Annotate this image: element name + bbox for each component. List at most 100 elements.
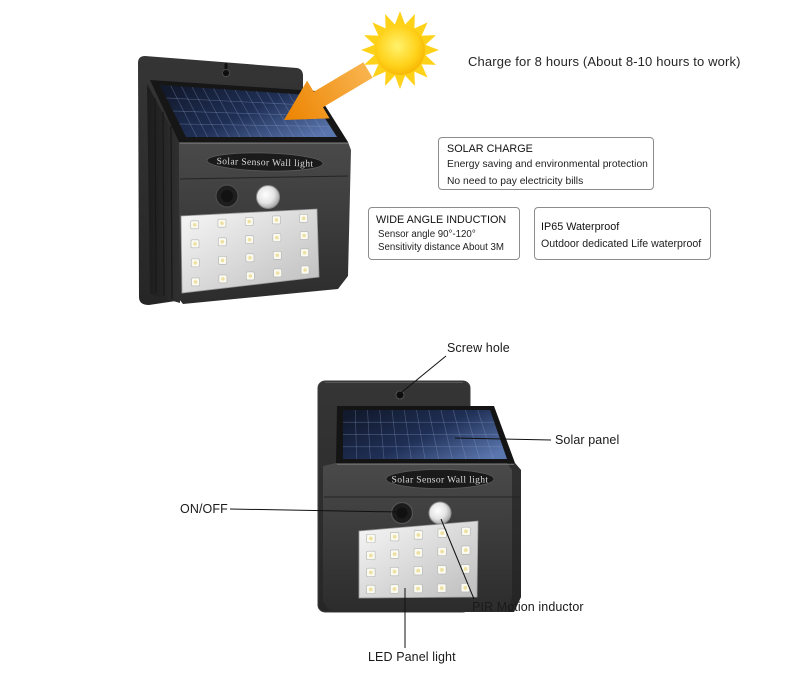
solar-cell-divider	[403, 409, 412, 460]
led-chip	[191, 277, 200, 287]
screw-slot	[224, 63, 228, 70]
led-chip	[300, 248, 309, 258]
led-chip	[437, 565, 447, 575]
led-chip	[366, 533, 376, 544]
solar-cell-divider	[477, 409, 494, 460]
led-chip	[246, 271, 255, 281]
led-chip-emitter	[247, 237, 252, 242]
side-ridge	[170, 125, 173, 300]
feature-box-solar-charge: SOLAR CHARGE Energy saving and environme…	[438, 137, 654, 190]
solar-panel	[160, 85, 337, 137]
callout-pir-sensor: PIR Motion inductor	[472, 600, 584, 614]
solar-cell-divider	[452, 409, 467, 460]
led-chip	[244, 217, 254, 226]
led-chip-emitter	[392, 552, 397, 557]
pir-sensor	[428, 501, 452, 525]
solar-cell-divider	[367, 409, 371, 460]
solar-cell-divider	[170, 85, 198, 138]
led-chip	[272, 250, 282, 260]
pir-lens	[428, 501, 452, 525]
feature-title: WIDE ANGLE INDUCTION	[376, 214, 507, 226]
arrow-icon	[284, 62, 373, 120]
led-chip-emitter	[368, 553, 373, 558]
led-chip-emitter	[439, 586, 444, 591]
side-ridge	[154, 97, 157, 293]
on-off-button	[215, 184, 239, 208]
led-chip-emitter	[274, 218, 279, 222]
led-chip-emitter	[193, 280, 198, 284]
led-chip	[218, 256, 227, 265]
led-chip	[190, 220, 200, 230]
led-chip	[299, 214, 308, 223]
led-chip-emitter	[392, 534, 397, 539]
feature-line: Energy saving and environmental protecti…	[447, 159, 648, 170]
led-chip	[413, 548, 423, 558]
led-chip	[460, 583, 470, 593]
led-chip-emitter	[221, 277, 225, 281]
led-chip-emitter	[192, 223, 197, 227]
led-chip	[217, 218, 227, 228]
callout-solar-panel: Solar panel	[555, 433, 620, 447]
callout-led-panel: LED Panel light	[368, 650, 456, 664]
solar-cell-divider	[181, 86, 208, 138]
led-chip	[218, 274, 228, 284]
solar-cell-divider	[465, 409, 481, 460]
led-chip-emitter	[440, 549, 444, 554]
led-chip-emitter	[416, 550, 421, 555]
pir-lens	[256, 185, 280, 209]
screw-hole-leader-line	[401, 355, 447, 393]
solar-cell-divider	[354, 409, 358, 460]
led-chip-emitter	[463, 548, 468, 553]
product-label-plate: Solar Sensor Wall light	[206, 152, 324, 172]
led-chip-emitter	[416, 533, 421, 537]
solar-cell-divider	[440, 409, 453, 460]
callout-lines	[229, 355, 552, 648]
feature-box-waterproof: IP65 Waterproof Outdoor dedicated Life w…	[534, 207, 711, 260]
callout-screw-hole: Screw hole	[447, 341, 510, 355]
top-device-angled-view: Solar Sensor Wall light	[138, 56, 351, 305]
led-chip-emitter	[369, 536, 373, 541]
led-chip	[437, 583, 447, 593]
led-chip	[413, 530, 423, 540]
led-chip	[390, 549, 400, 559]
led-chip-grid	[366, 526, 471, 594]
led-panel	[358, 520, 479, 599]
solar-cell-divider	[213, 88, 241, 138]
feature-title: IP65 Waterproof	[541, 221, 620, 233]
led-chip-emitter	[392, 569, 397, 574]
led-chip-emitter	[193, 261, 198, 265]
solar-cell-divider	[379, 409, 385, 460]
body-right-side	[507, 463, 521, 612]
feature-line: Sensor angle 90°-120°	[378, 229, 476, 240]
led-chip-emitter	[220, 221, 224, 225]
led-chip-emitter	[248, 256, 252, 260]
on-off-leader-line	[229, 508, 400, 513]
feature-line: Outdoor dedicated Life waterproof	[541, 238, 702, 250]
led-chip	[245, 253, 255, 263]
led-chip-emitter	[464, 529, 468, 534]
solar-cell-divider	[391, 409, 399, 460]
solar-cell-divider	[202, 87, 230, 138]
sun-icon	[361, 11, 439, 89]
solar-cell-divider	[256, 91, 284, 138]
led-chip	[461, 545, 471, 555]
led-chip-emitter	[301, 216, 306, 221]
feature-line: No need to pay electricity bills	[447, 176, 584, 187]
solar-panel-leader-line	[454, 437, 552, 441]
led-chip-emitter	[275, 235, 279, 240]
on-off-button	[390, 501, 414, 525]
solar-cell-divider	[266, 91, 295, 138]
brow-line	[179, 175, 349, 180]
pir-leader-line	[440, 518, 475, 600]
side-ridge	[162, 111, 165, 297]
led-chip	[366, 550, 376, 561]
screw-hole	[395, 390, 405, 400]
bottom-device-front-view: Solar Sensor Wall light	[317, 380, 521, 613]
led-chip	[272, 233, 282, 242]
label-oval	[385, 469, 495, 489]
led-chip-emitter	[275, 271, 280, 275]
led-chip-emitter	[302, 233, 306, 238]
led-chip	[389, 567, 400, 577]
